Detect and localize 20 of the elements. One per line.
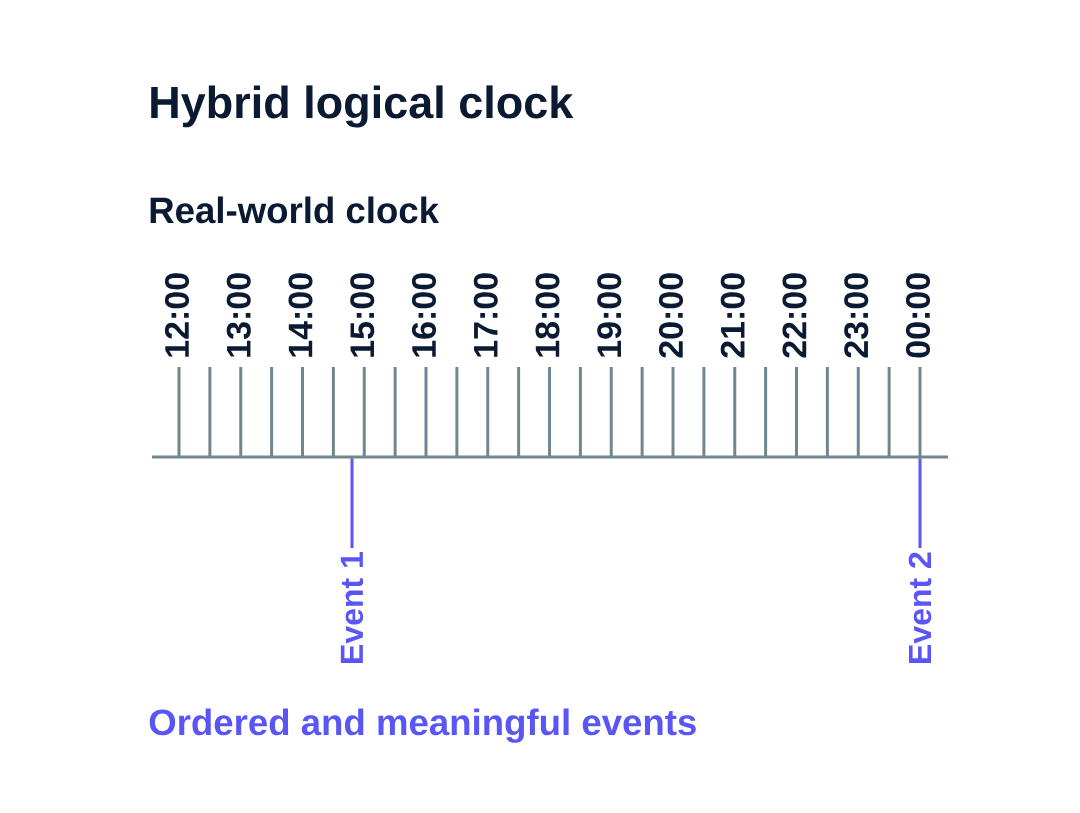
tick-label: 22:00 bbox=[782, 273, 807, 358]
tick-label: 15:00 bbox=[350, 273, 375, 357]
axis-heading: Real-world clock bbox=[150, 196, 440, 224]
events-heading: Ordered and meaningful events bbox=[149, 708, 696, 743]
event-label: Event 1 bbox=[340, 552, 364, 663]
tick-label: 20:00 bbox=[658, 273, 684, 358]
tick-label: 16:00 bbox=[411, 273, 437, 357]
tick-label: 00:00 bbox=[905, 273, 931, 358]
tick-label: 18:00 bbox=[535, 273, 560, 357]
tick-label: 12:00 bbox=[164, 273, 190, 357]
tick-label: 19:00 bbox=[597, 273, 622, 357]
tick-label: 21:00 bbox=[720, 273, 745, 358]
tick-label: 13:00 bbox=[226, 273, 251, 357]
leader-line bbox=[350, 458, 354, 548]
leader-line bbox=[918, 458, 922, 548]
tick-label: 17:00 bbox=[473, 273, 498, 357]
tick-label: 14:00 bbox=[288, 273, 313, 357]
title: Hybrid logical clock bbox=[151, 85, 574, 128]
tick-label: 23:00 bbox=[844, 273, 869, 358]
event-label: Event 2 bbox=[908, 552, 932, 663]
